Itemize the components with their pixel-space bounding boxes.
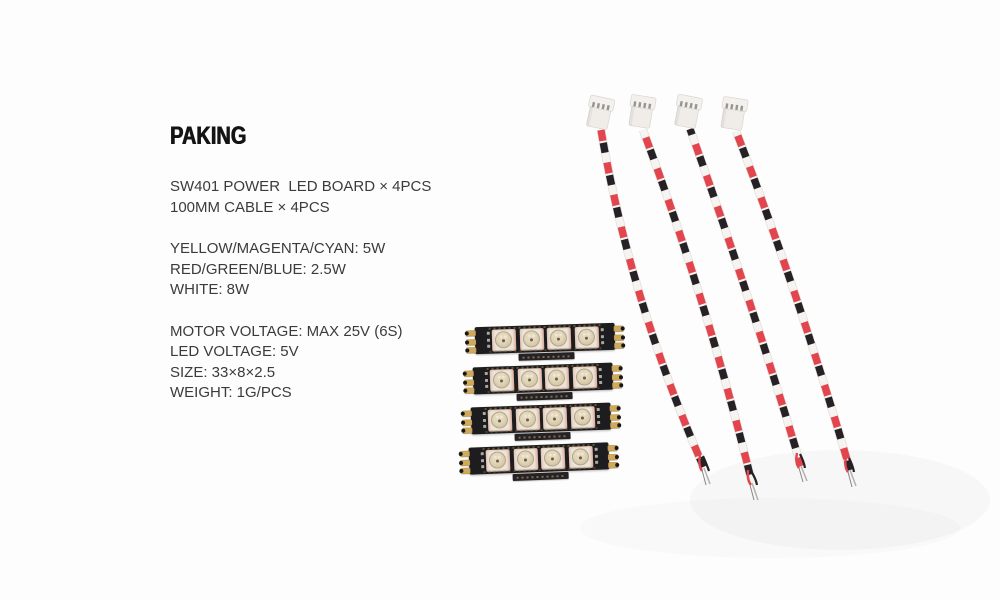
connector-pin <box>694 103 698 110</box>
cable <box>596 129 711 486</box>
connector-pin <box>648 103 652 109</box>
wire-strand <box>799 453 807 469</box>
wire-red <box>597 129 708 470</box>
connector-shade <box>628 105 635 126</box>
bare-tip <box>800 465 808 482</box>
connector-pin <box>643 102 647 109</box>
wire-strand <box>795 452 800 469</box>
connector-pin <box>725 103 729 109</box>
connector-pin <box>735 104 739 111</box>
connector-pin <box>596 102 601 109</box>
wire-strand <box>746 469 752 486</box>
wire-strand <box>848 457 856 473</box>
bare-tip <box>701 469 707 486</box>
packing-list: SW401 POWER LED BOARD × 4PCS 100MM CABLE… <box>170 177 500 218</box>
wire-red <box>639 128 756 484</box>
spec-line: WHITE: 8W <box>170 281 250 298</box>
wire-strand <box>750 470 759 486</box>
spec-line: WEIGHT: 1G/PCS <box>170 384 292 401</box>
bare-tip <box>751 482 759 501</box>
cable <box>685 127 808 483</box>
connector-pin <box>689 102 693 109</box>
connector-pin <box>679 101 683 107</box>
spec-panel: PAKING SW401 POWER LED BOARD × 4PCS 100M… <box>170 122 500 404</box>
connector-pin <box>633 101 637 107</box>
connector-pin <box>684 101 688 108</box>
bare-tip <box>849 469 857 487</box>
wire-strand <box>701 455 711 472</box>
bare-tip <box>798 467 804 483</box>
cable <box>638 128 759 501</box>
spec-line: YELLOW/MAGENTA/CYAN: 5W <box>170 240 386 257</box>
wire-white <box>686 127 805 468</box>
power-ratings: YELLOW/MAGENTA/CYAN: 5W RED/GREEN/BLUE: … <box>170 239 500 301</box>
connector-shade <box>720 107 727 128</box>
electrical-details: MOTOR VOLTAGE: MAX 25V (6S) LED VOLTAGE:… <box>170 322 500 404</box>
connector-pin <box>591 101 596 108</box>
connector-pin <box>638 102 642 108</box>
wire-strand <box>698 454 704 472</box>
wire-black <box>597 129 708 470</box>
wire-red <box>732 129 854 472</box>
connector-shade <box>586 105 594 127</box>
bare-tip <box>847 471 853 488</box>
cable-connector <box>674 93 703 129</box>
cable <box>731 129 857 488</box>
spec-line: SIZE: 33×8×2.5 <box>170 363 276 381</box>
connector-shade <box>674 105 682 126</box>
connector-pin <box>730 104 734 110</box>
connector-pin <box>601 103 605 110</box>
connector-pin <box>740 105 744 111</box>
cable-outline <box>596 129 708 470</box>
wire-strand <box>844 456 849 473</box>
cable-connector <box>586 94 616 130</box>
soft-shadow <box>580 498 960 558</box>
spec-line: RED/GREEN/BLUE: 2.5W <box>170 260 346 278</box>
spec-line: SW401 POWER LED BOARD × 4PCS <box>170 178 432 195</box>
bare-tip <box>749 484 755 501</box>
cable-connector <box>720 96 749 131</box>
page-title: PAKING <box>170 122 247 150</box>
spec-line: LED VOLTAGE: 5V <box>170 343 299 360</box>
wire-black <box>639 128 756 484</box>
spec-line: MOTOR VOLTAGE: MAX 25V (6S) <box>170 322 403 340</box>
wire-white <box>597 129 708 470</box>
cable-connector <box>628 94 657 129</box>
connector-pin <box>606 105 610 111</box>
spec-line: 100MM CABLE × 4PCS <box>170 198 330 216</box>
bare-tip <box>703 467 711 485</box>
